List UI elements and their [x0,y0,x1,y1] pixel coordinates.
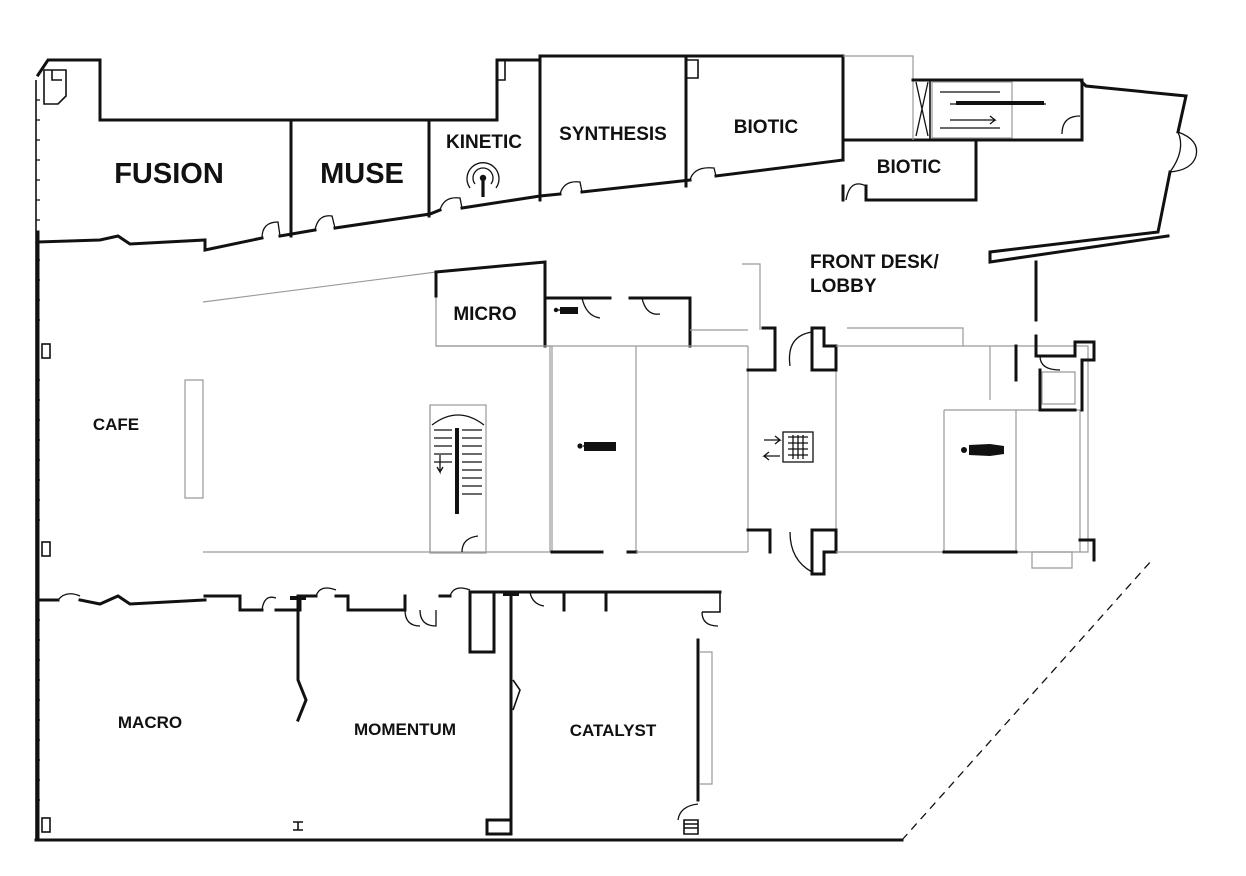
swap-arrows-icon [762,435,782,461]
person-icon [553,307,578,314]
room-label-biotic-lower: BIOTIC [877,157,942,178]
room-label-front-desk: FRONT DESK/ [810,252,940,273]
person-icon [577,442,616,451]
person-icon [961,444,1004,456]
stairs-upper [915,81,1046,139]
room-label-momentum: MOMENTUM [354,720,456,739]
room-label-fusion: FUSION [114,158,224,190]
room-label-micro: MICRO [453,304,516,325]
room-label-kinetic: KINETIC [446,132,522,153]
room-label-catalyst: CATALYST [570,721,657,740]
stairs-center [429,404,487,554]
elevator-icon [782,431,814,463]
door-swings [57,115,1198,821]
room-label-cafe: CAFE [93,415,139,434]
lower-wing-walls [34,559,1153,842]
room-label-synthesis: SYNTHESIS [559,124,667,145]
upper-wing-walls [35,54,1188,842]
room-label-biotic-upper: BIOTIC [734,117,799,138]
central-core-walls [184,260,1096,576]
room-label-macro: MACRO [118,713,182,732]
left-edge-markers [36,69,67,833]
room-label-lobby: LOBBY [810,276,877,297]
broadcast-icon [466,162,500,197]
room-labels: FUSION MUSE KINETIC SYNTHESIS BIOTIC BIO… [93,117,942,740]
room-label-muse: MUSE [320,158,404,190]
